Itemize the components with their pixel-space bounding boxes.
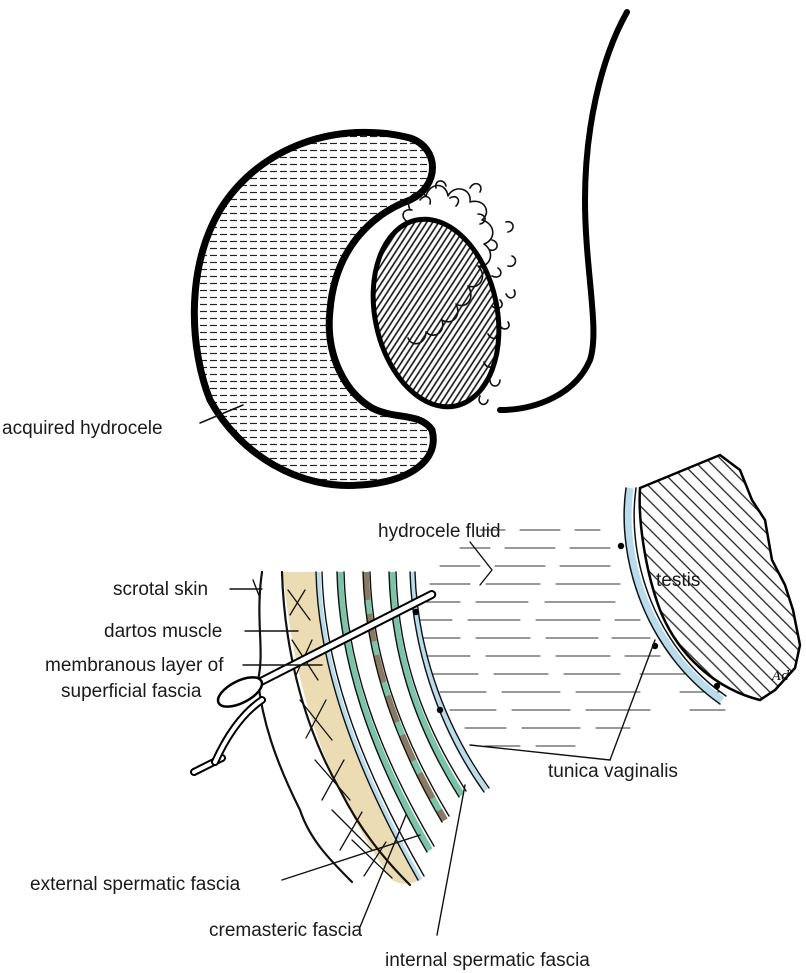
scrotal-wall-line [500,12,627,410]
label-scrotal-skin: scrotal skin [113,579,208,600]
artist-signature: Ad [771,669,790,684]
bottom-figure: testis Ad hydrocele fluid scrotal skin d… [30,455,800,971]
label-internal-spermatic-fascia: internal spermatic fascia [385,950,590,971]
label-cremasteric-fascia: cremasteric fascia [209,920,363,941]
label-tunica-vaginalis: tunica vaginalis [548,761,678,782]
label-external-spermatic-fascia: external spermatic fascia [30,874,241,895]
label-superficial-fascia: superficial fascia [61,681,202,702]
label-hydrocele-fluid: hydrocele fluid [378,521,501,542]
label-membranous-layer: membranous layer of [45,655,224,676]
label-dartos-muscle: dartos muscle [104,621,222,642]
label-acquired-hydrocele: acquired hydrocele [2,418,163,439]
label-testis: testis [656,570,700,591]
top-figure: acquired hydrocele [2,12,627,485]
